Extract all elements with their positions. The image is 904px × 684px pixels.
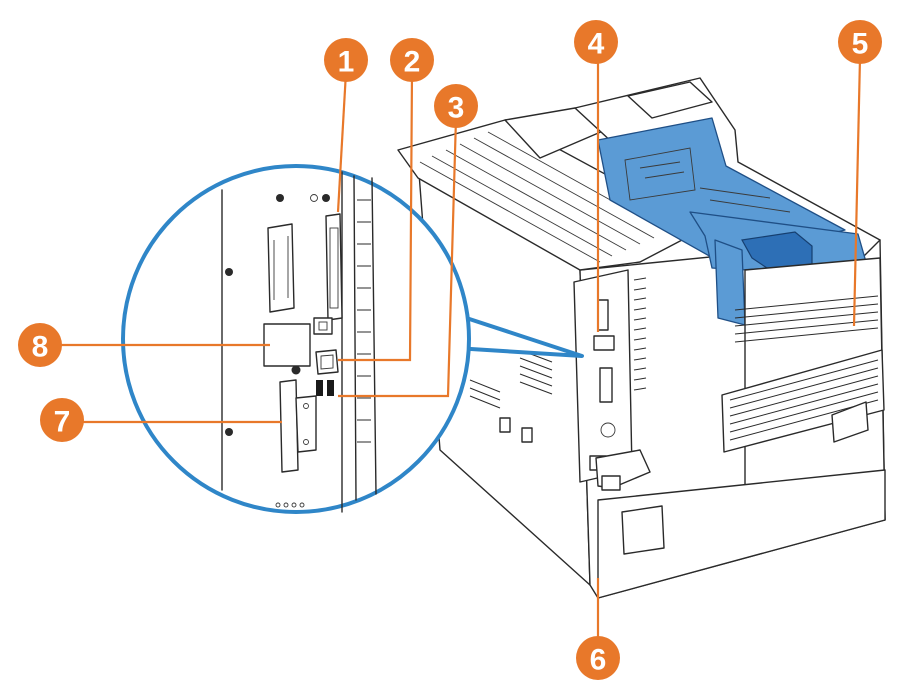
board-slot-upper xyxy=(597,299,609,331)
leader-5 xyxy=(852,57,862,327)
callout-badge-5: 5 xyxy=(838,20,882,64)
tray-mechanism xyxy=(624,147,791,213)
power-switch xyxy=(601,475,621,491)
zoom-led-b xyxy=(327,380,334,396)
callout-badge-2: 2 xyxy=(390,38,434,82)
zoom-bracket-screw-top xyxy=(303,403,309,409)
zoom-ethernet-inner xyxy=(320,354,334,370)
zoom-rail-left xyxy=(353,175,357,501)
zoom-usb-inner xyxy=(318,321,328,331)
right-handle-recess xyxy=(831,401,869,443)
zoom-ethernet-port xyxy=(315,349,339,375)
zoom-screw-bottom-left xyxy=(225,428,233,436)
right-vent-grille xyxy=(721,349,885,453)
zoom-bottom-marks xyxy=(275,502,305,508)
callout-label-6: 6 xyxy=(590,644,607,677)
zoom-screw-top-right xyxy=(322,194,330,202)
callout-badge-8: 8 xyxy=(18,323,62,367)
zoom-usb-port xyxy=(313,317,333,335)
callout-badge-7: 7 xyxy=(40,398,84,442)
zoom-card-slot-lower xyxy=(279,379,299,473)
zoom-card-cover-upper xyxy=(267,223,295,313)
callout-badge-1: 1 xyxy=(324,38,368,82)
leader-1 xyxy=(336,71,348,213)
callout-label-1: 1 xyxy=(338,46,355,79)
zoom-rail-right xyxy=(371,177,377,495)
paper-drawer-face xyxy=(597,469,886,599)
zoom-bracket-screw-bottom xyxy=(303,439,309,445)
callout-badge-4: 4 xyxy=(574,20,618,64)
callout-label-2: 2 xyxy=(404,46,421,79)
callout-badge-3: 3 xyxy=(434,84,478,128)
rear-vent-column xyxy=(633,277,647,391)
zoom-connector-tall xyxy=(325,213,343,321)
board-port-usb xyxy=(593,335,615,351)
left-side-port-a xyxy=(499,417,511,433)
left-side-port-b xyxy=(521,427,533,443)
leader-3 xyxy=(338,117,458,398)
zoom-rail-slots xyxy=(357,199,371,443)
callout-label-4: 4 xyxy=(588,28,605,61)
zoom-circle-ring xyxy=(121,164,471,514)
zoom-screw-top-left xyxy=(276,194,284,202)
printer-body xyxy=(397,77,886,599)
callout-label-5: 5 xyxy=(852,28,869,61)
zoom-card-bracket xyxy=(295,395,317,453)
zoom-detail xyxy=(121,164,584,514)
zoom-led-a xyxy=(316,380,323,396)
drawer-handle xyxy=(621,505,665,555)
callout-label-3: 3 xyxy=(448,92,465,125)
callout-leaders xyxy=(58,57,862,644)
zoom-label-plate xyxy=(263,323,311,367)
callout-label-7: 7 xyxy=(54,406,71,439)
zoom-screw-left xyxy=(225,268,233,276)
leader-2 xyxy=(338,71,414,362)
zoom-connector-pins xyxy=(329,227,339,309)
top-handle xyxy=(627,81,713,119)
zoom-screw-center xyxy=(291,365,301,375)
callout-label-8: 8 xyxy=(32,331,49,364)
zoom-screw-top-mid xyxy=(310,194,318,202)
callout-badge-6: 6 xyxy=(576,636,620,680)
board-slot-lower xyxy=(599,367,613,403)
output-tray-front-flap xyxy=(714,239,746,326)
board-fan-grille xyxy=(600,422,616,438)
